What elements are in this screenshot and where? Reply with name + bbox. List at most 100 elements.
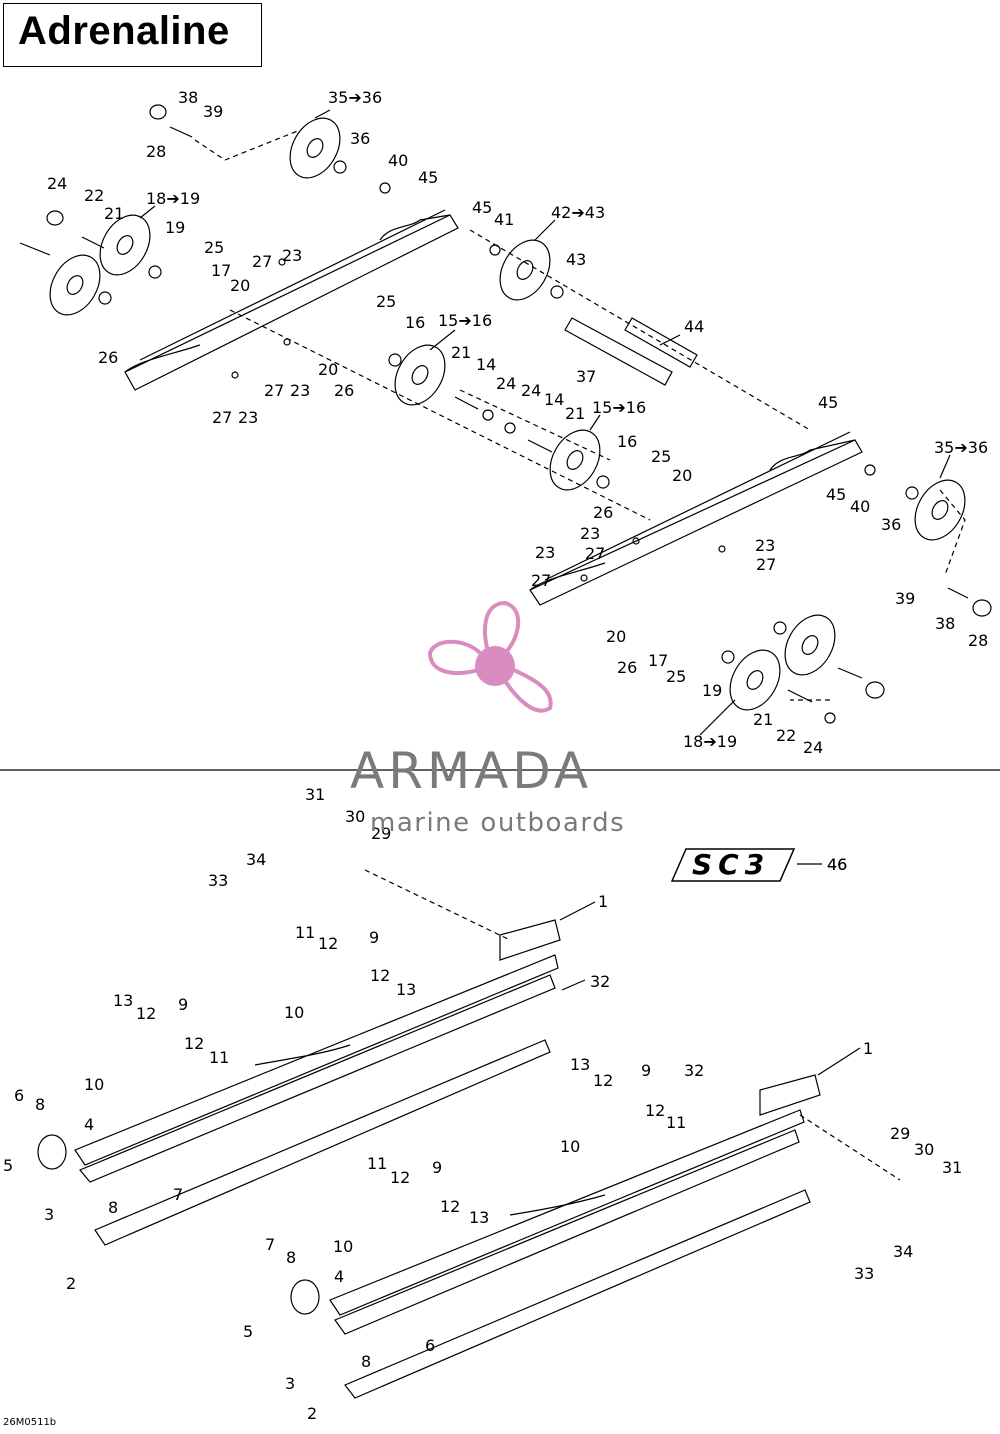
callout-label: 3 [44,1205,55,1224]
sc3-badge-text: SC3 [692,848,771,881]
callout-label: 45 [418,168,439,187]
bolts-and-fasteners [19,126,969,703]
callout-label: 35➔36 [934,438,989,457]
callout-label: 10 [560,1137,581,1156]
callout-label: 30 [914,1140,935,1159]
cross-shaft-44 [564,317,698,386]
callout-label: 35➔36 [328,88,383,107]
callout-label: 13 [113,991,134,1010]
watermark-tagline: marine outboards [370,808,626,838]
rail-end-wheels [37,1134,320,1315]
callout-label: 21 [104,204,125,223]
sc3-badge: SC3 [666,845,798,885]
callout-label: 34 [893,1242,914,1261]
slide-rails [74,954,811,1399]
callout-label: 20 [672,466,693,485]
callout-label: 22 [776,726,797,745]
callout-label: 10 [333,1237,354,1256]
watermark-brand: ARMADA [350,742,593,800]
callout-label: 45 [818,393,839,412]
callout-label: 15➔16 [592,398,647,417]
callout-label: 17 [211,261,232,280]
callout-label: 23 [282,246,303,265]
callout-label: 12 [370,966,391,985]
callout-label: 42➔43 [551,203,606,222]
callout-label: 1 [863,1039,874,1058]
callout-label: 32 [684,1061,705,1080]
callout-label: 9 [432,1158,443,1177]
callout-label: 32 [590,972,611,991]
callout-label: 27 [264,381,285,400]
callout-label: 40 [388,151,409,170]
callout-label: 37 [576,367,597,386]
callout-label: 23 [580,524,601,543]
callout-label: 12 [593,1071,614,1090]
callout-label: 9 [641,1061,652,1080]
callout-label: 12 [440,1197,461,1216]
leader-lines-upper [139,109,951,865]
callout-label: 4 [84,1115,95,1134]
callout-label: 18➔19 [146,189,201,208]
callout-label: 23 [290,381,311,400]
callout-label: 3 [285,1374,296,1393]
callout-label: 36 [881,515,902,534]
callout-label: 4 [334,1267,345,1286]
callout-label: 34 [246,850,267,869]
callout-label: 1 [598,892,609,911]
callout-label: 2 [307,1404,318,1423]
callout-label: 38 [178,88,199,107]
callout-label: 10 [84,1075,105,1094]
callout-label: 13 [396,980,417,999]
callout-label: 27 [585,544,606,563]
callout-label: 25 [376,292,397,311]
callout-label: 2 [66,1274,77,1293]
callout-label: 5 [243,1322,254,1341]
callout-label: 31 [305,785,326,804]
callout-label: 11 [666,1113,687,1132]
callout-label: 25 [651,447,672,466]
callout-label: 26 [593,503,614,522]
callout-label: 5 [3,1156,14,1175]
callout-label: 44 [684,317,705,336]
callout-label: 43 [566,250,587,269]
callout-label: 6 [425,1336,436,1355]
callout-label: 8 [361,1352,372,1371]
callout-label: 24 [521,381,542,400]
callout-label: 26 [617,658,638,677]
callout-label: 33 [854,1264,875,1283]
callout-label: 13 [570,1055,591,1074]
callout-label: 8 [286,1248,297,1267]
callout-label: 12 [136,1004,157,1023]
callout-label: 24 [496,374,517,393]
badge-callout-label: 46 [827,855,848,874]
idler-wheels [49,117,966,711]
drawing-code: 26M0511b [3,1417,57,1428]
leader-lines-lower [559,901,861,1076]
callout-label: 11 [209,1048,230,1067]
callout-label: 22 [84,186,105,205]
callout-label: 25 [204,238,225,257]
callout-label: 45 [826,485,847,504]
callout-label: 15➔16 [438,311,493,330]
callout-label: 14 [544,390,565,409]
suspension-frame-rails [124,209,863,606]
callout-label: 40 [850,497,871,516]
callout-label: 26 [98,348,119,367]
callout-label: 39 [203,102,224,121]
callout-label: 16 [617,432,638,451]
callout-label: 12 [318,934,339,953]
callout-label: 20 [606,627,627,646]
callout-label: 8 [35,1095,46,1114]
rail-brackets [254,919,821,1216]
callout-label: 23 [755,536,776,555]
callout-label: 28 [146,142,167,161]
callout-label: 27 [252,252,273,271]
callout-label: 6 [14,1086,25,1105]
callout-label: 30 [345,807,366,826]
callout-label: 18➔19 [683,732,738,751]
page-title: Adrenaline [18,9,230,53]
callout-label: 7 [173,1185,184,1204]
callout-label: 11 [367,1154,388,1173]
callout-label: 17 [648,651,669,670]
